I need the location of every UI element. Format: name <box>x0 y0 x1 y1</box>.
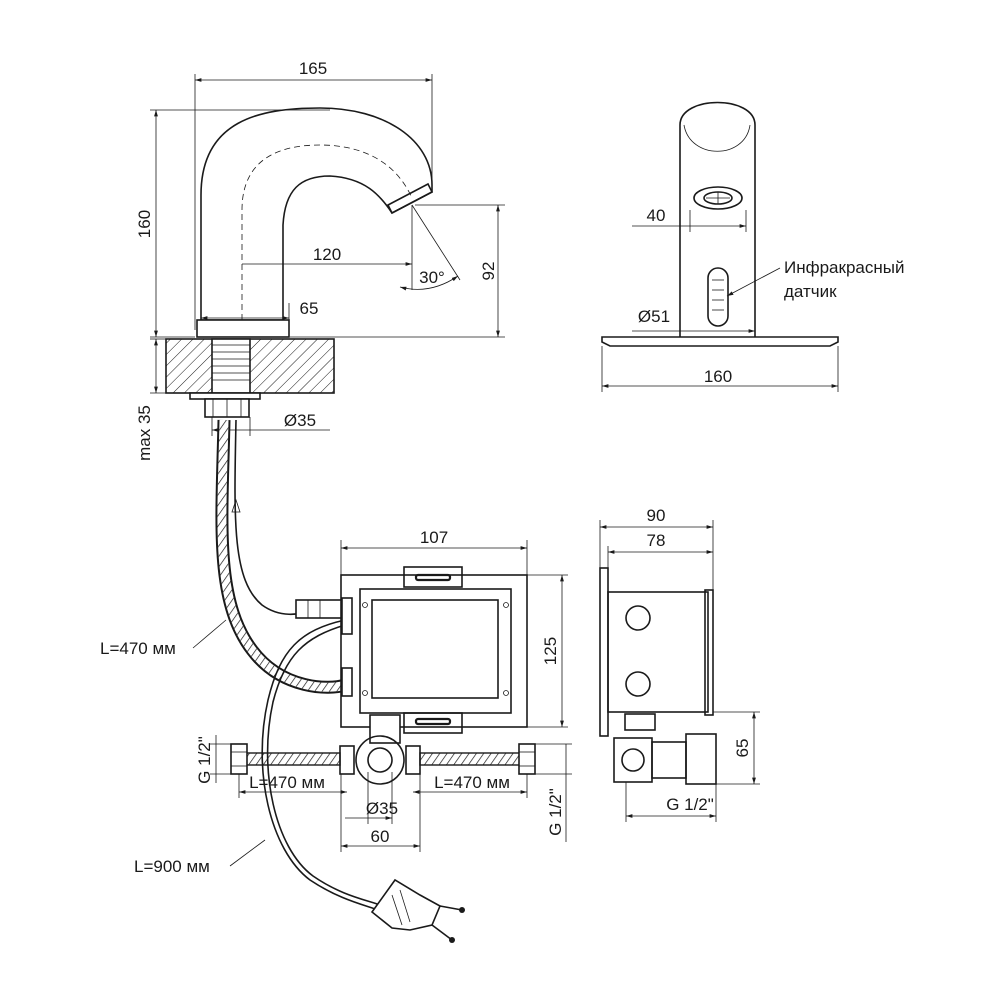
power-cable-label: L=900 мм <box>134 839 266 876</box>
dim-side-65: 65 <box>713 711 760 785</box>
dim-side-90-text: 90 <box>647 506 666 525</box>
faucet-front-view: 40 Ø51 160 Инфракрасный датчик <box>601 101 904 392</box>
dim-height-160: 160 <box>135 110 158 337</box>
faucet-side-view: 165 160 120 30° 92 <box>135 59 505 461</box>
hose-right-text: L=470 мм <box>434 773 510 792</box>
dim-front-51-text: Ø51 <box>638 307 670 326</box>
dim-reach-120: 120 <box>242 245 412 266</box>
hose-left-length: L=470 мм <box>238 773 347 798</box>
dim-box-height: 125 <box>527 574 568 728</box>
thread-right-text: G 1/2" <box>546 788 565 836</box>
dim-outlet-spacing-text: 60 <box>371 827 390 846</box>
control-box-side: 90 78 65 G 1/2" <box>599 506 760 822</box>
dim-front-40-text: 40 <box>647 206 666 225</box>
dim-outlet-text: Ø35 <box>366 799 398 818</box>
dim-base-65: 65 <box>201 299 318 322</box>
dim-reach-text: 120 <box>313 245 341 264</box>
dim-max-thickness-text: max 35 <box>135 405 154 461</box>
dim-hole-35: Ø35 <box>211 411 330 436</box>
dim-base-text: 65 <box>300 299 319 318</box>
dim-box-width: 107 <box>340 528 528 575</box>
dim-angle-text: 30° <box>419 268 445 287</box>
sensor-label-line1: Инфракрасный <box>784 258 904 277</box>
dim-side-90: 90 <box>599 506 714 590</box>
dim-width-text: 165 <box>299 59 327 78</box>
sensor-label: Инфракрасный датчик <box>726 258 904 301</box>
thread-side: G 1/2" <box>625 782 717 822</box>
dim-box-height-text: 125 <box>541 637 560 665</box>
dim-outlet-spacing: 60 <box>340 774 421 852</box>
power-plug <box>370 878 465 943</box>
cables-and-hoses <box>215 419 465 943</box>
hose-sensor-label: L=470 мм <box>100 619 227 658</box>
dim-front-51: Ø51 <box>632 307 755 336</box>
dim-angle-30: 30° <box>399 204 461 291</box>
thread-side-text: G 1/2" <box>666 795 714 814</box>
dim-max-thickness: max 35 <box>135 338 190 461</box>
dim-hole-text: Ø35 <box>284 411 316 430</box>
control-box-front <box>230 566 536 785</box>
dim-side-65-text: 65 <box>733 739 752 758</box>
dim-spout-height-text: 92 <box>479 262 498 281</box>
hose-left-text: L=470 мм <box>249 773 325 792</box>
dim-side-78-text: 78 <box>647 531 666 550</box>
hose-right-length: L=470 мм <box>413 773 528 798</box>
hose-sensor-text: L=470 мм <box>100 639 176 658</box>
dim-front-160-text: 160 <box>704 367 732 386</box>
control-box-dimensions: 107 125 L=470 мм G 1/2" L=470 мм L=470 м… <box>100 528 572 876</box>
dim-height-text: 160 <box>135 210 154 238</box>
dim-front-160: 160 <box>601 346 839 392</box>
dim-side-78: 78 <box>607 531 713 592</box>
dim-front-40: 40 <box>632 206 747 232</box>
power-cable-text: L=900 мм <box>134 857 210 876</box>
thread-left-text: G 1/2" <box>195 736 214 784</box>
dim-outlet: Ø35 <box>345 772 398 824</box>
dim-spout-height-92: 92 <box>479 205 500 337</box>
thread-left-label: G 1/2" <box>195 735 231 784</box>
dim-width-165: 165 <box>195 59 432 82</box>
thread-right-label: G 1/2" <box>535 743 572 842</box>
dim-box-width-text: 107 <box>420 528 448 547</box>
sensor-label-line2: датчик <box>784 282 837 301</box>
